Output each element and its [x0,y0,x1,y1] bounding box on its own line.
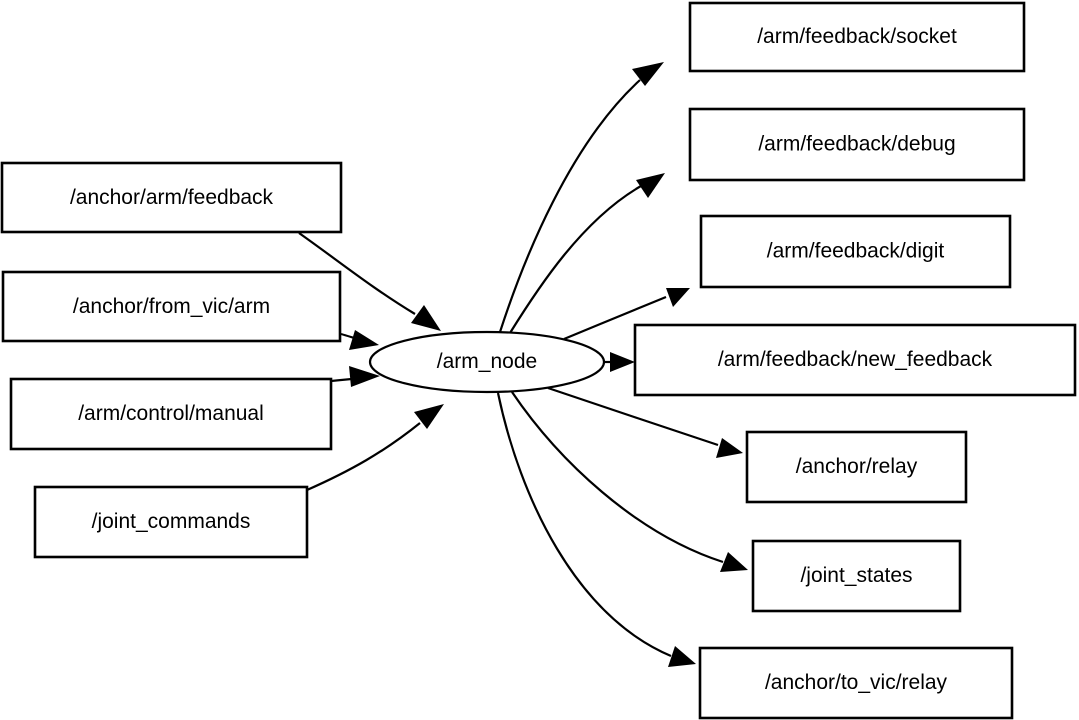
edge-arm-node-to-anchor-relay [547,386,743,458]
edge-arrowhead [636,173,665,198]
node-box[interactable] [9,377,333,451]
edge-arrowhead [411,305,441,331]
node-joint-commands[interactable]: /joint_commands [33,485,309,559]
edge-arrowhead [610,352,635,372]
node-label: /arm/feedback/new_feedback [718,348,993,371]
edge-line [306,422,421,492]
edge-arm-node-to-arm-feedback-socket [498,62,664,333]
node-anchor-to-vic-relay[interactable]: /anchor/to_vic/relay [698,646,1014,720]
node-box[interactable] [688,107,1026,182]
edge-group-outgoing [496,62,748,667]
edge-arrowhead [716,438,743,458]
node-box[interactable] [1,270,342,343]
node-arm-control-manual[interactable]: /arm/control/manual [9,377,333,451]
edge-group-incoming [298,232,444,492]
edge-line [511,391,724,564]
node-arm-feedback-digit[interactable]: /arm/feedback/digit [699,214,1012,289]
node-label: /joint_commands [92,510,251,533]
edge-arrowhead [720,552,748,572]
edge-arrowhead [414,404,444,429]
node-arm-node[interactable]: /arm_node [368,330,606,394]
node-box[interactable] [633,323,1077,397]
node-label: /anchor/to_vic/relay [765,671,948,694]
node-box[interactable] [745,430,968,504]
node-box[interactable] [751,539,962,613]
node-box[interactable] [33,485,309,559]
edge-arm-node-to-joint-states [511,391,748,572]
node-label: /arm/feedback/digit [767,240,945,263]
node-anchor-arm-feedback[interactable]: /anchor/arm/feedback [0,161,343,234]
edge-line [498,79,641,333]
edge-arrowhead [668,646,696,667]
node-label: /arm/feedback/socket [757,25,957,48]
node-box[interactable] [688,1,1026,73]
node-ellipse[interactable] [368,330,606,394]
node-label: /anchor/arm/feedback [70,186,274,209]
edge-anchor-from-vic-arm-to-arm-node [340,330,379,350]
edge-line [509,185,642,334]
node-box[interactable] [0,161,343,234]
output-nodes-group: /arm/feedback/socket /arm/feedback/debug… [633,1,1077,720]
node-arm-feedback-debug[interactable]: /arm/feedback/debug [688,107,1026,182]
edge-arm-node-to-arm-feedback-debug [509,173,665,334]
edge-joint-commands-to-arm-node [306,404,444,492]
edge-arrowhead [349,330,379,350]
node-arm-feedback-socket[interactable]: /arm/feedback/socket [688,1,1026,73]
edge-arrowhead [666,288,690,307]
node-label: /joint_states [800,564,912,587]
edge-arm-node-to-anchor-to-vic-relay [496,392,696,667]
edge-line [547,386,719,447]
node-anchor-from-vic-arm[interactable]: /anchor/from_vic/arm [1,270,342,343]
node-box[interactable] [699,214,1012,289]
edge-line [496,392,672,658]
node-label: /anchor/relay [796,455,918,478]
node-arm-feedback-new-feedback[interactable]: /arm/feedback/new_feedback [633,323,1077,397]
node-label: /arm/control/manual [78,402,264,425]
node-anchor-relay[interactable]: /anchor/relay [745,430,968,504]
edge-arrowhead [632,62,664,86]
edge-arm-node-to-arm-feedback-digit [563,288,690,341]
node-label: /arm_node [437,350,537,373]
edge-line [298,232,416,315]
input-nodes-group: /anchor/arm/feedback /anchor/from_vic/ar… [0,161,343,559]
edge-anchor-arm-feedback-to-arm-node [298,232,441,331]
edge-line [563,295,667,341]
edge-arrowhead [349,366,380,387]
node-box[interactable] [698,646,1014,720]
node-label: /anchor/from_vic/arm [73,295,270,318]
node-label: /arm/feedback/debug [758,133,955,156]
edge-arm-node-to-arm-feedback-new [605,352,635,372]
node-joint-states[interactable]: /joint_states [751,539,962,613]
edge-arm-control-manual-to-arm-node [330,366,380,387]
